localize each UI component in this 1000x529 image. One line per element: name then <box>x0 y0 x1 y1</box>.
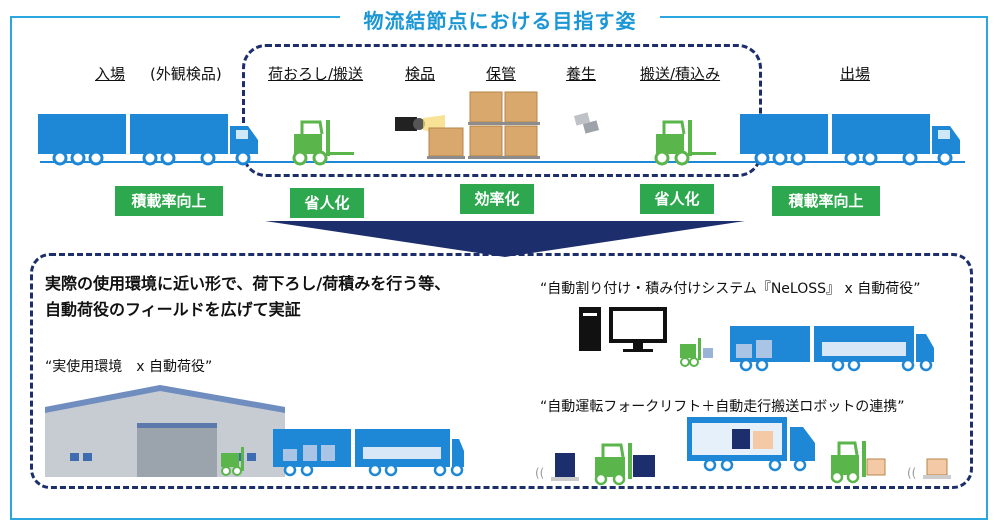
down-arrow-shape <box>265 221 745 257</box>
wrapping-icon <box>573 112 600 134</box>
badge-labor-saving-1: 省人化 <box>290 188 364 218</box>
heading-line-2: 自動荷役のフィールドを広げて実証 <box>45 300 301 319</box>
computer-icon <box>579 307 667 352</box>
outbound-truck-icon <box>740 114 960 166</box>
stage-label-hokan: 保管 <box>486 65 517 83</box>
stage-label-niorosi: 荷おろし/搬送 <box>268 65 364 83</box>
storage-boxes-icon <box>427 91 540 159</box>
svg-text:((: (( <box>535 466 544 480</box>
badge-labor-saving-2: 省人化 <box>640 184 714 214</box>
stage-label-kenpin: 検品 <box>405 65 436 83</box>
badge-efficiency: 効率化 <box>460 184 534 214</box>
warehouse-scene <box>45 385 464 477</box>
stage-label-yojo: 養生 <box>566 65 597 83</box>
quote-real-environment: “実使用環境 x 自動荷役” <box>45 359 213 375</box>
badge-load-rate-left: 積載率向上 <box>115 186 223 216</box>
process-area-frame <box>242 44 762 177</box>
demonstration-area-frame <box>30 253 973 489</box>
stage-label-shutsujo: 出場 <box>840 65 871 83</box>
quote-neloss: “自動割り付け・積み付けシステム『NeLOSS』 x 自動荷役” <box>540 281 921 297</box>
forklift-icon <box>292 120 354 166</box>
heading-line-1: 実際の使用環境に近い形で、荷下ろし/荷積みを行う等、 <box>45 274 451 293</box>
svg-text:((: (( <box>907 466 916 480</box>
stage-label-hanso: 搬送/積込み <box>640 65 721 83</box>
badge-load-rate-right: 積載率向上 <box>772 186 880 216</box>
stage-label-nyujo: 入場 <box>95 65 126 83</box>
forklift-icon-2 <box>654 120 716 166</box>
page-title: 物流結節点における目指す姿 <box>340 5 660 34</box>
inbound-truck-icon <box>38 114 258 166</box>
neloss-truck-scene <box>680 326 934 372</box>
stage-label-gaikan: (外観検品) <box>150 65 222 83</box>
quote-robot-coordination: “自動運転フォークリフト＋自動走行搬送ロボットの連携” <box>540 399 905 415</box>
robot-coordination-scene: (( (( <box>535 417 951 486</box>
